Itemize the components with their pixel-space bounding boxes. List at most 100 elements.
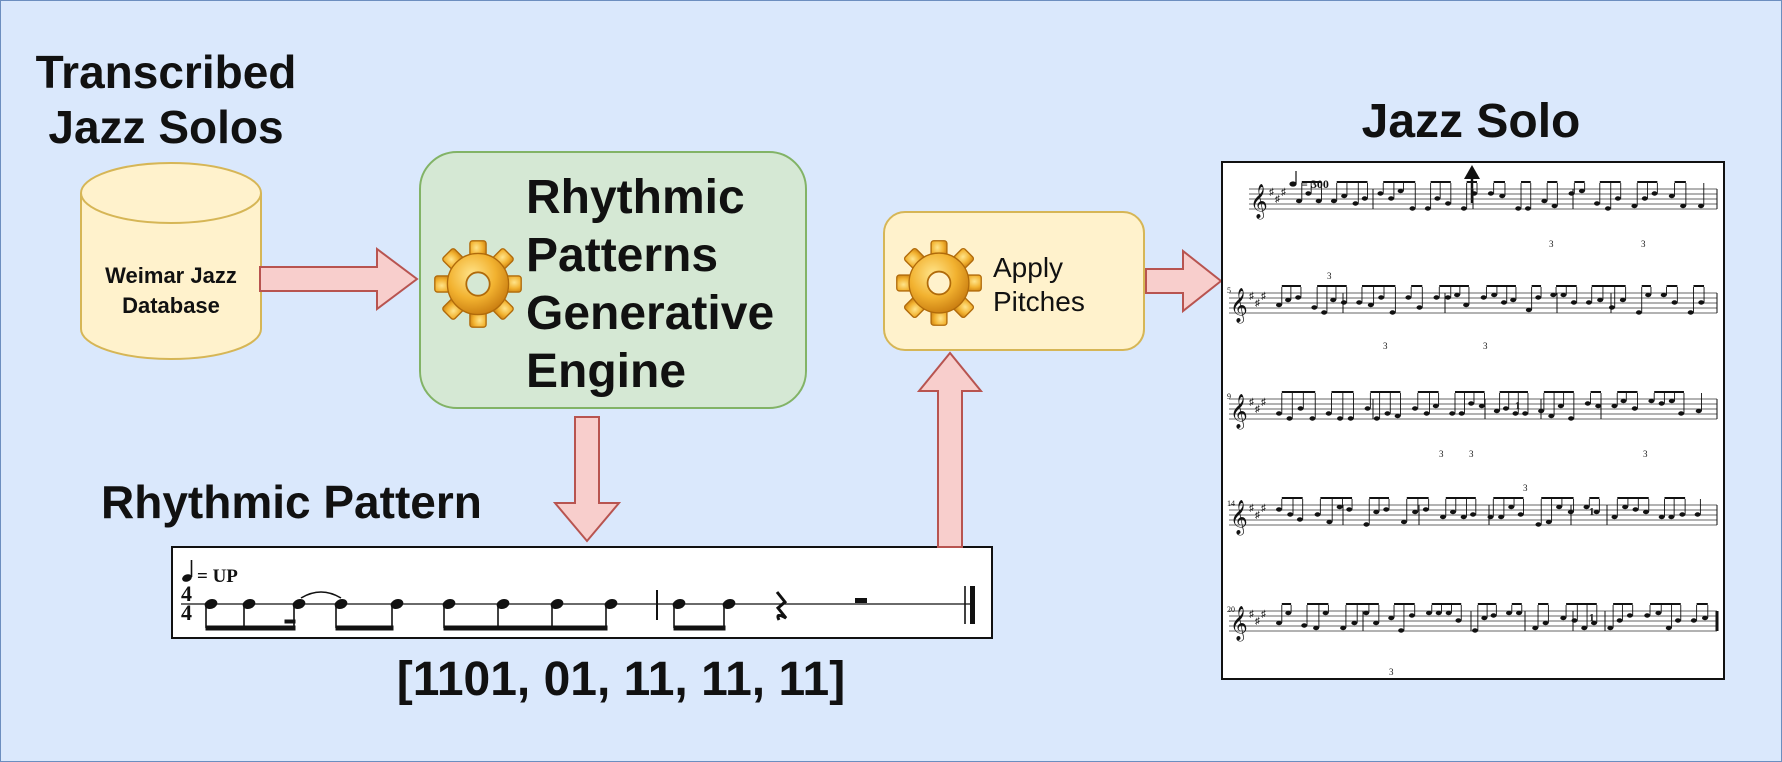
note-head <box>1694 512 1701 517</box>
note-head <box>1515 610 1522 616</box>
note-beam <box>1307 603 1329 605</box>
note-head <box>1315 198 1322 204</box>
note-head <box>1363 522 1370 527</box>
note-head <box>1336 504 1343 510</box>
note-head <box>1581 625 1588 631</box>
note-beam <box>1566 603 1597 605</box>
note-head <box>1665 625 1672 631</box>
triplet-mark: 3 <box>1643 449 1648 459</box>
note-beam <box>1411 285 1423 287</box>
note-head <box>1591 620 1598 626</box>
note-head <box>1525 307 1532 313</box>
note-beam <box>1543 391 1574 393</box>
note-head <box>1668 398 1675 404</box>
note-head <box>1655 610 1662 616</box>
arrow-down-icon <box>553 416 621 543</box>
transcribed-title-line1: Transcribed <box>35 46 297 98</box>
note-head <box>1524 206 1531 211</box>
note-head <box>1508 504 1515 510</box>
note-beam <box>1454 391 1485 393</box>
apply-pitches-label: Apply Pitches <box>993 251 1085 319</box>
note-beam <box>1493 181 1505 183</box>
note-beam <box>1617 497 1649 499</box>
note-head <box>1397 188 1404 194</box>
note-beam <box>1281 497 1303 499</box>
note-beam <box>1499 391 1528 393</box>
note-beam <box>1281 603 1292 605</box>
note-head <box>1460 514 1467 520</box>
note-head <box>1340 300 1347 305</box>
note-head <box>1538 408 1545 414</box>
sharp-icon: ♯ <box>1249 609 1254 620</box>
rhythmic-pattern-title: Rhythmic Pattern <box>101 476 482 528</box>
note-head <box>1321 310 1328 315</box>
note-head <box>1678 411 1685 416</box>
note-head <box>1416 305 1423 310</box>
note-beam <box>1641 285 1651 287</box>
note-head <box>1433 295 1440 300</box>
note-beam <box>1521 181 1531 183</box>
note-beam <box>1281 391 1316 393</box>
note-head <box>1648 398 1655 404</box>
engine-label-line2: Patterns <box>526 229 719 282</box>
triplet-mark: 3 <box>1469 449 1474 459</box>
note-head <box>1326 519 1333 525</box>
note-beam <box>1361 285 1396 287</box>
sharp-icon: ♯ <box>1255 616 1260 627</box>
note-head <box>1668 193 1675 199</box>
rhythmic-pattern-code: [1101, 01, 11, 11, 11] <box>396 653 846 706</box>
note-beam <box>1477 603 1497 605</box>
transcribed-jazz-solos-title: Transcribed Jazz Solos <box>11 45 321 155</box>
note-head <box>1567 509 1574 515</box>
rhythm-notes-group-1 <box>204 591 342 631</box>
note-head <box>1642 509 1649 515</box>
note-head <box>1384 411 1391 416</box>
note-head <box>1388 196 1395 201</box>
note-head <box>1367 302 1374 308</box>
triplet-mark: 3 <box>1549 239 1554 249</box>
triplet-mark: 3 <box>1327 271 1332 281</box>
arrow-right-icon <box>259 247 419 311</box>
note-beam <box>1666 285 1678 287</box>
note-head <box>1498 514 1505 520</box>
engine-label-line1: Rhythmic <box>526 171 745 224</box>
note-head <box>1622 504 1629 510</box>
note-head <box>1611 514 1618 520</box>
engine-label-line3: Generative <box>526 287 775 340</box>
note-beam <box>1511 603 1522 605</box>
note-head <box>1394 413 1401 419</box>
note-beam <box>1445 497 1476 499</box>
note-head <box>1550 292 1557 298</box>
treble-clef-icon: 𝄞 <box>1230 500 1248 536</box>
note-head <box>1491 292 1498 298</box>
note-beam <box>1466 181 1478 183</box>
staff-system: 𝄞♯♯♯ <box>1249 181 1718 220</box>
note-beam <box>1541 497 1574 499</box>
apply-pitches-line1: Apply <box>993 252 1064 283</box>
note-head <box>1631 203 1638 209</box>
note-head <box>1680 203 1687 209</box>
rhythm-notes-group-4 <box>672 598 736 631</box>
note-head <box>1551 203 1558 209</box>
sharp-icon: ♯ <box>1249 397 1254 408</box>
final-barline-thick <box>970 586 975 624</box>
note-beam <box>1556 285 1577 287</box>
note-head <box>1322 610 1329 616</box>
note-head <box>1541 198 1548 204</box>
database-label-line1: Weimar Jazz <box>105 263 237 288</box>
note-head <box>1388 615 1395 621</box>
rhythm-staff: = UP 4 4 <box>181 560 975 631</box>
note-head <box>1480 295 1487 300</box>
note-head <box>1620 398 1627 404</box>
note-head <box>1347 416 1354 421</box>
note-head <box>1568 191 1575 196</box>
note-head <box>1460 206 1467 211</box>
note-head <box>1557 403 1564 409</box>
note-head <box>1472 628 1479 633</box>
solo-staves: = 300 5 9 14 20 3 3 3 3 3 3 3 3 3 3 1 1 <box>1227 165 1719 677</box>
note-head <box>1542 620 1549 626</box>
note-beam <box>1696 603 1708 605</box>
sharp-icon: ♯ <box>1261 291 1266 302</box>
jazz-solo-title: Jazz Solo <box>1361 95 1581 148</box>
